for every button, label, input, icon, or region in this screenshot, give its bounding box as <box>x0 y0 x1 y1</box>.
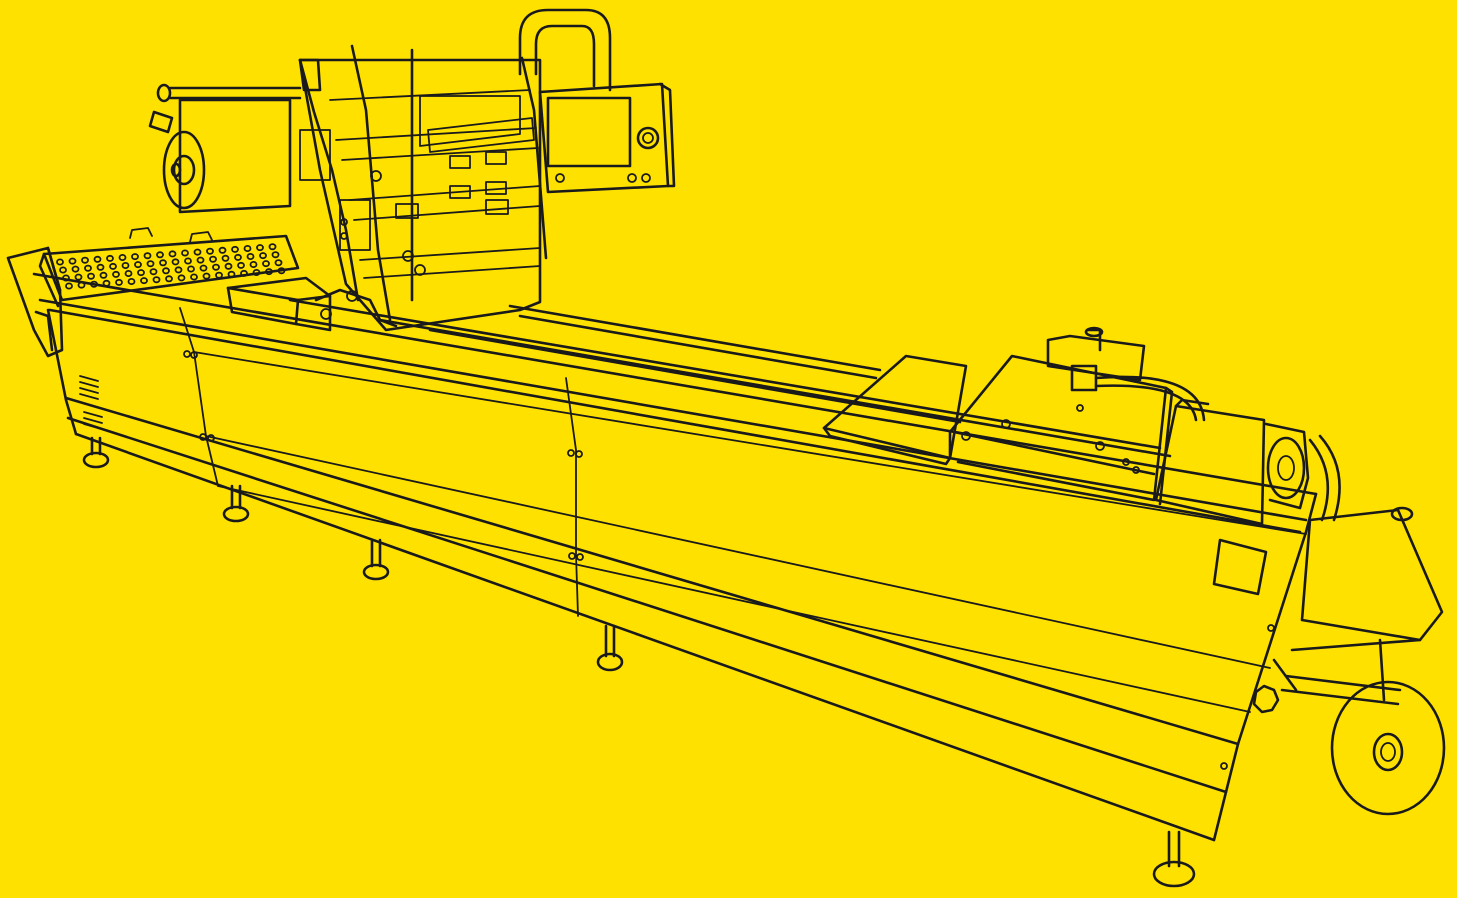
perforation-hole <box>206 247 214 255</box>
perforation-hole <box>218 246 227 254</box>
perforation-hole <box>121 261 130 269</box>
perforation-hole <box>115 278 123 286</box>
control-panel <box>518 8 676 194</box>
label-plate <box>1212 538 1268 596</box>
leveling-feet <box>82 436 1196 888</box>
perforation-hole <box>162 267 170 275</box>
perforation-hole <box>234 253 242 261</box>
machine-body <box>32 272 1318 842</box>
perforation-hole <box>202 272 211 280</box>
sealing-station <box>822 326 1341 526</box>
emergency-stop-button <box>636 126 660 150</box>
perforation-hole <box>271 251 280 259</box>
perforation-hole <box>62 274 70 282</box>
perforation-hole <box>246 252 255 260</box>
perforation-hole <box>212 263 220 271</box>
perforation-hole <box>56 258 64 266</box>
perforation-hole <box>146 260 155 268</box>
perforation-hole <box>159 259 167 267</box>
perforation-hole <box>171 258 180 266</box>
perforation-hole <box>65 282 73 290</box>
perforation-hole <box>221 254 230 262</box>
perforation-hole <box>74 273 83 281</box>
perforation-hole <box>224 262 233 270</box>
perforation-hole <box>274 259 283 267</box>
perforation-hole <box>127 277 136 285</box>
vent-slots <box>79 375 103 430</box>
perforation-hole <box>259 252 267 260</box>
perforation-hole <box>71 265 80 273</box>
perforation-hole <box>196 256 205 264</box>
perforation-hole <box>118 253 127 261</box>
perforation-hole <box>256 244 264 252</box>
perforation-hole <box>165 275 173 283</box>
machine-outline <box>6 8 1446 888</box>
perforation-hole <box>193 248 202 256</box>
perforation-hole <box>184 257 192 265</box>
perforation-hole <box>124 269 133 277</box>
perforation-hole <box>149 268 158 276</box>
perforation-hole <box>96 263 105 271</box>
perforation-hole <box>143 252 152 260</box>
perforation-hole <box>190 273 198 281</box>
perforation-hole <box>268 243 277 251</box>
film-roll-top <box>148 83 302 214</box>
touch-screen <box>546 96 632 168</box>
perforation-hole <box>181 249 189 257</box>
perforation-hole <box>243 244 252 252</box>
perforation-hole <box>227 270 236 278</box>
perforation-hole <box>77 281 86 289</box>
perforation-hole <box>174 266 183 274</box>
perforation-hole <box>109 262 117 270</box>
perforation-hole <box>237 261 245 269</box>
perforation-hole <box>90 280 98 288</box>
perforation-hole <box>131 253 139 261</box>
perforation-hole <box>209 255 217 263</box>
perforation-hole <box>262 260 270 268</box>
perforation-hole <box>240 269 248 277</box>
perforation-hole <box>187 265 195 273</box>
perforation-hole <box>177 274 186 282</box>
perforation-hole <box>252 268 261 276</box>
perforation-hole <box>140 277 148 285</box>
perforation-hole <box>99 271 108 279</box>
perforation-hole <box>152 276 161 284</box>
perforation-hole <box>93 255 102 263</box>
film-roll-bottom <box>1330 680 1446 816</box>
perforation-hole <box>265 268 273 276</box>
perforation-hole <box>81 256 89 264</box>
perforation-hole <box>231 245 239 253</box>
perforation-hole <box>112 270 120 278</box>
perforation-hole <box>168 250 177 258</box>
perforation-hole <box>199 264 208 272</box>
perforation-hole <box>84 264 92 272</box>
perforation-hole <box>134 261 142 269</box>
perforation-hole <box>156 251 164 259</box>
top-deck-rails <box>288 298 1172 458</box>
right-motor-and-roll <box>1252 422 1446 816</box>
perforation-hole <box>215 271 223 279</box>
perforated-cover <box>38 227 300 308</box>
perforation-hole <box>249 260 258 268</box>
perforation-hole <box>87 272 95 280</box>
perforation-hole <box>277 267 286 275</box>
perforation-hole <box>68 257 77 265</box>
perforation-hole <box>102 279 111 287</box>
perforation-hole <box>106 254 114 262</box>
perforation-hole <box>59 266 67 274</box>
perforation-hole <box>137 269 145 277</box>
